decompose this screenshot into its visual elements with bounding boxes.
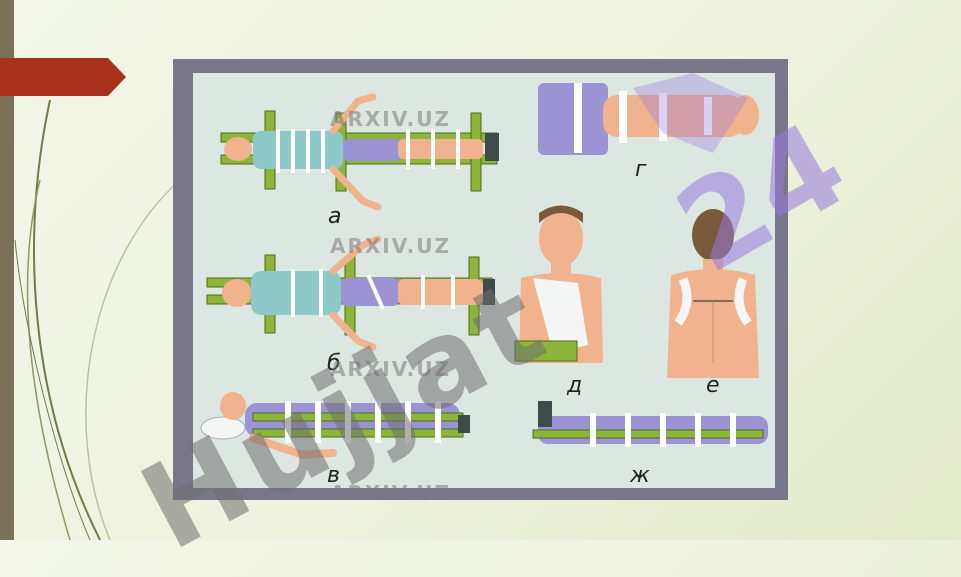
watermark-accent-shape [633,73,748,153]
left-accent-bar [0,0,14,540]
watermark-site: ARXIV.UZ [330,481,451,505]
label-e: е [706,373,720,398]
figure-d-arm-sling [514,205,603,363]
label-b: б [327,351,341,376]
watermark-site: ARXIV.UZ [330,107,451,131]
label-a: а [328,204,342,229]
watermark-site: ARXIV.UZ [330,357,451,381]
label-d: д [567,373,583,398]
label-v: в [327,463,340,488]
watermark-site: ARXIV.UZ [330,234,451,258]
figure-v-side-splint [200,392,470,460]
figure-e-back-bandage [667,209,759,378]
figure-a-full-body-splint [220,93,499,211]
title-pointer-arrow [0,58,126,96]
figure-zh-leg-splint [532,401,768,447]
figure-g-leg-splint [538,83,759,155]
label-zh: ж [630,463,650,488]
decorative-curves [14,99,181,540]
label-g: г [635,157,647,182]
splint-illustration: а б в г д е ж [193,73,775,488]
figure-b-full-body-splint [206,235,495,351]
